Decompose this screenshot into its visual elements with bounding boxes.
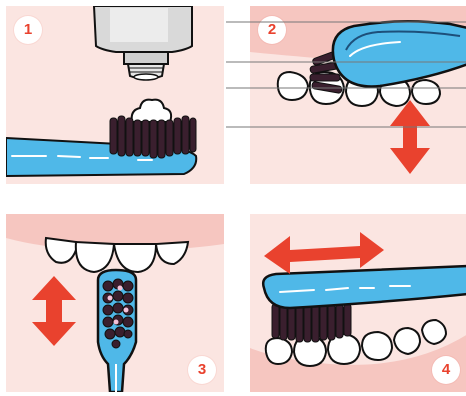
step-2-panel: 2	[250, 6, 466, 184]
step-number-badge: 1	[14, 16, 42, 44]
step-number-badge: 4	[432, 356, 460, 384]
step-1-panel: 1	[6, 6, 224, 184]
step-3-panel: 3	[6, 214, 224, 392]
step-4-panel: 4	[250, 214, 466, 392]
step-number-badge: 3	[188, 356, 216, 384]
step-number-badge: 2	[258, 16, 286, 44]
